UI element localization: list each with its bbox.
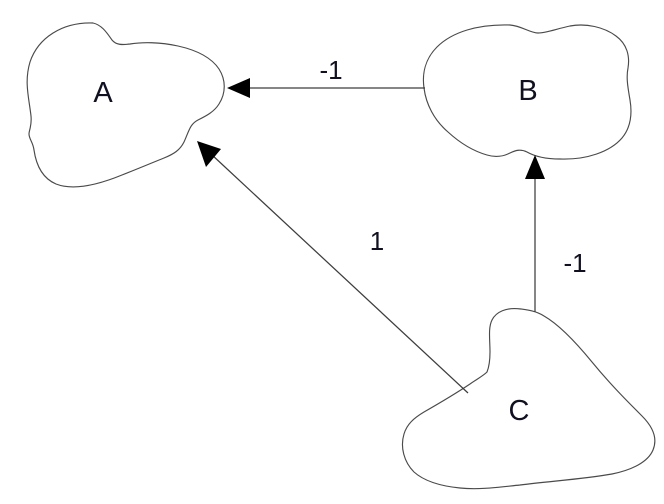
node-a-label: A xyxy=(93,77,113,109)
node-c[interactable]: C xyxy=(401,307,656,490)
node-a-shape[interactable] xyxy=(26,22,225,188)
edge-b-to-a-arrowhead xyxy=(227,78,250,98)
edge-c-to-b[interactable]: -1 xyxy=(525,155,587,312)
edge-c-to-b-weight: -1 xyxy=(563,248,586,278)
edge-b-to-a-weight: -1 xyxy=(319,55,342,85)
edge-c-to-a-line[interactable] xyxy=(210,153,469,394)
edge-c-to-a[interactable]: 1 xyxy=(197,141,469,394)
edge-c-to-a-arrowhead xyxy=(197,141,221,167)
node-b-label: B xyxy=(518,75,537,107)
node-c-label: C xyxy=(509,395,530,427)
edge-c-to-a-weight: 1 xyxy=(370,226,384,256)
node-b[interactable]: B xyxy=(422,24,632,160)
edge-b-to-a[interactable]: -1 xyxy=(227,55,425,98)
node-b-shape[interactable] xyxy=(422,24,632,160)
node-a[interactable]: A xyxy=(26,22,225,188)
edge-c-to-b-arrowhead xyxy=(525,155,545,179)
node-c-shape[interactable] xyxy=(401,307,656,490)
